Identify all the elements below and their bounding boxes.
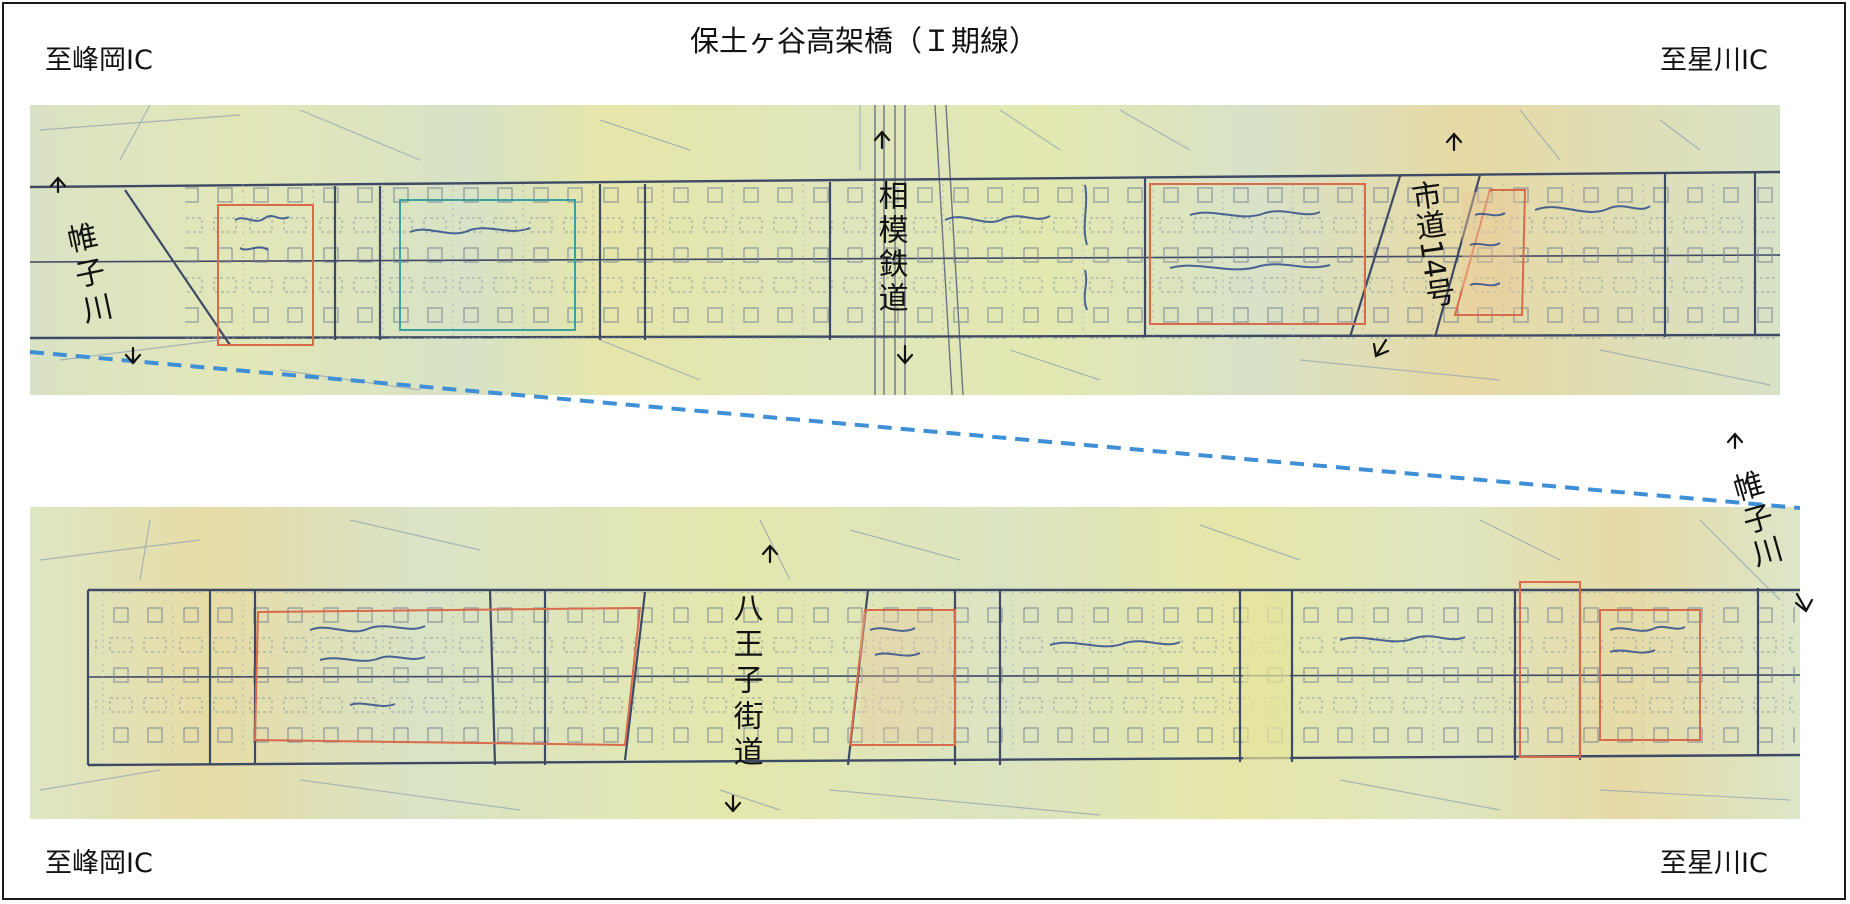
flow-arrows: [49, 130, 1814, 813]
sagami-railway-label: 相模鉄道: [872, 180, 908, 316]
to-hoshikawa-ic-label-bottom: 至星川IC: [1660, 848, 1768, 879]
hachioji-road-label: 八王子街道: [727, 592, 763, 772]
river-connector-line: [29, 350, 1801, 510]
lower-map-strip: [30, 507, 1801, 819]
diagram-title: 保土ヶ谷高架橋（Ｉ期線）: [690, 24, 1039, 58]
to-hoshikawa-ic-label-top: 至星川IC: [1660, 45, 1768, 76]
to-mineoka-ic-label-top: 至峰岡IC: [45, 45, 153, 76]
to-mineoka-ic-label-bottom: 至峰岡IC: [45, 848, 153, 879]
